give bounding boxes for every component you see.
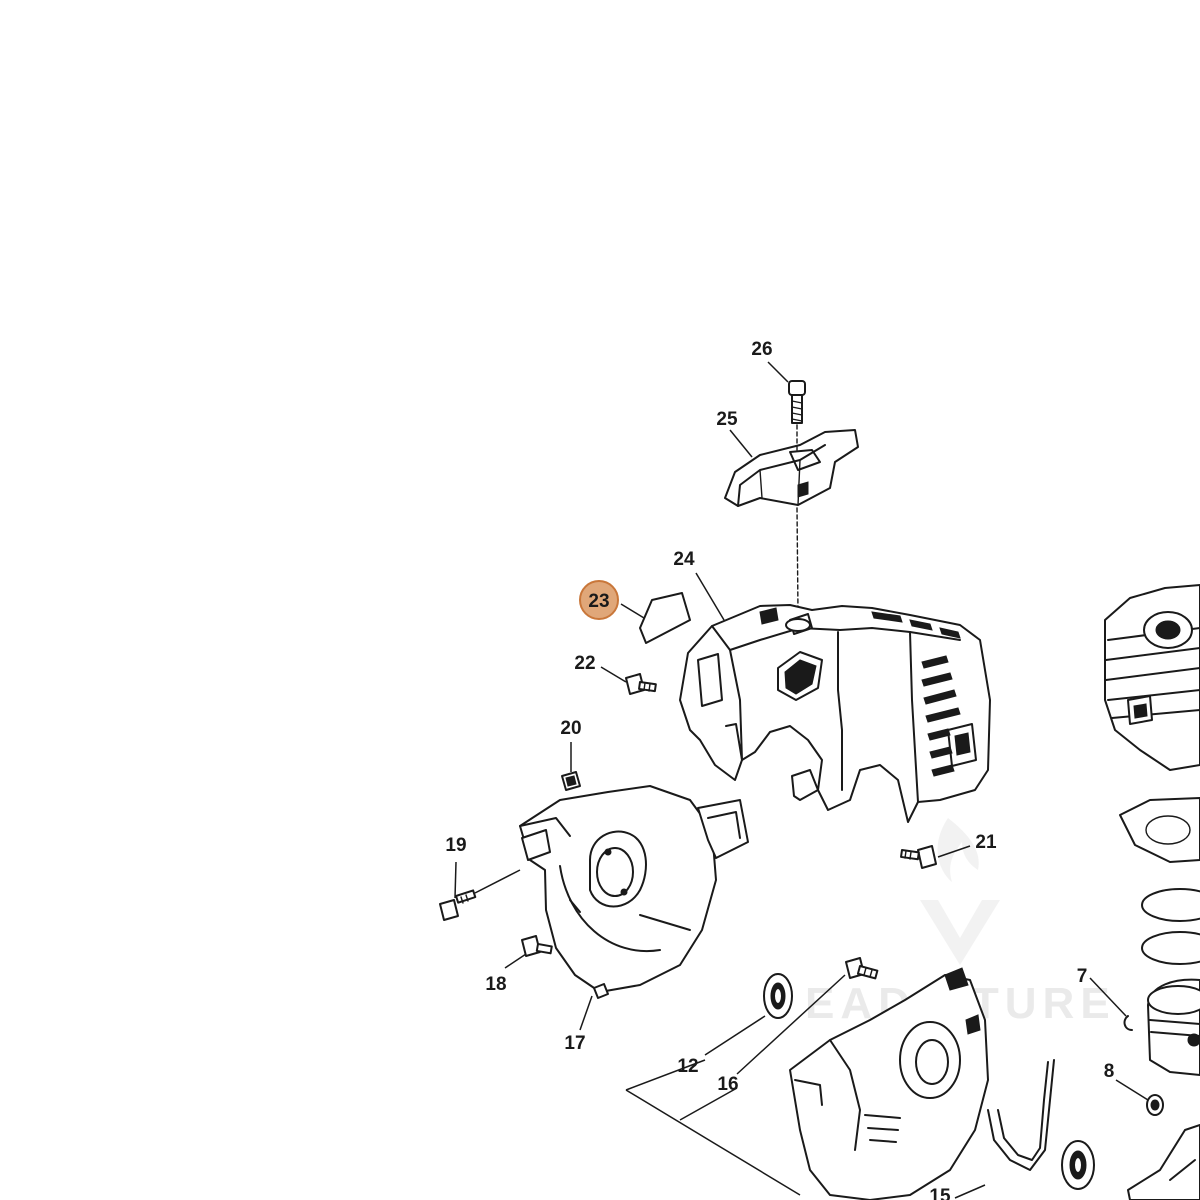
part-26-screw[interactable]: [788, 380, 806, 424]
part-19-screw[interactable]: [439, 889, 477, 921]
part-25-top-cover[interactable]: [724, 429, 859, 507]
crankshaft-part[interactable]: [1127, 1124, 1200, 1200]
label-15[interactable]: 15: [929, 1186, 951, 1200]
part-15-gasket[interactable]: [987, 1059, 1055, 1171]
label-17[interactable]: 17: [564, 1033, 585, 1054]
label-22[interactable]: 22: [574, 653, 595, 674]
part-20-nut[interactable]: [561, 771, 581, 791]
piston-ring-part[interactable]: [1141, 888, 1200, 965]
part-23-plate[interactable]: [639, 592, 691, 644]
part-16-screw[interactable]: [845, 957, 879, 980]
part-24-shroud[interactable]: [679, 604, 991, 823]
crankcase-part[interactable]: [789, 967, 989, 1200]
part-8-bearing[interactable]: [1146, 1094, 1164, 1116]
part-22-screw[interactable]: [625, 673, 657, 695]
alignment-line: [796, 507, 799, 613]
label-18[interactable]: 18: [485, 974, 506, 995]
label-7[interactable]: 7: [1077, 966, 1088, 987]
label-24[interactable]: 24: [673, 549, 695, 570]
part-7-circlip[interactable]: [1123, 1015, 1133, 1031]
label-26[interactable]: 26: [751, 339, 772, 360]
bearing-part[interactable]: [1061, 1140, 1095, 1190]
label-21[interactable]: 21: [975, 832, 997, 853]
cylinder-part[interactable]: [1104, 584, 1200, 771]
flame-v-logo-icon: [920, 818, 1000, 965]
piston-part[interactable]: [1147, 978, 1200, 1076]
part-21-screw[interactable]: [900, 845, 937, 869]
highlight-marker-23: [579, 580, 619, 620]
label-25[interactable]: 25: [716, 409, 738, 430]
part-12-seal[interactable]: [763, 973, 793, 1019]
part-17-fan-housing[interactable]: [519, 785, 749, 999]
label-20[interactable]: 20: [560, 718, 581, 739]
leader-lines: [454, 361, 1149, 1199]
part-18-screw[interactable]: [521, 935, 553, 957]
label-8[interactable]: 8: [1104, 1061, 1115, 1082]
cylinder-gasket-part[interactable]: [1119, 797, 1200, 863]
label-23[interactable]: 23: [588, 591, 609, 612]
label-16[interactable]: 16: [717, 1074, 738, 1095]
label-19[interactable]: 19: [445, 835, 466, 856]
label-12[interactable]: 12: [677, 1056, 698, 1077]
